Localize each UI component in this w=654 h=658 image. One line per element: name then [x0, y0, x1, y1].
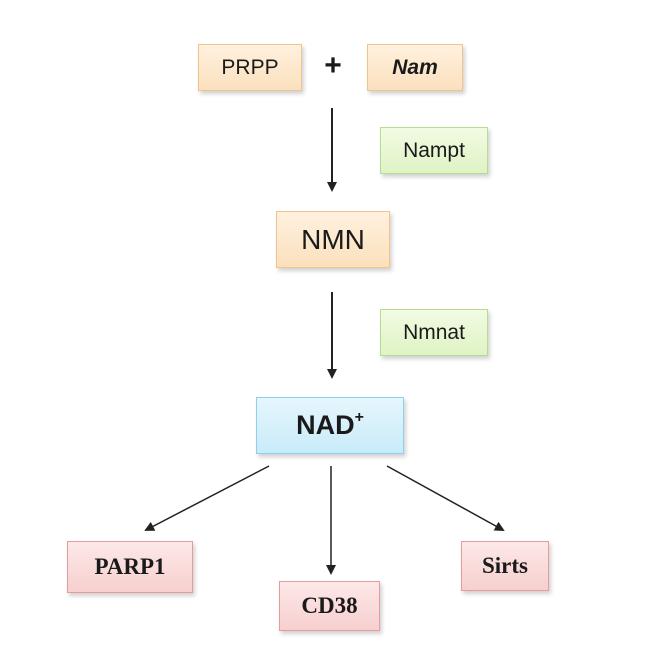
plus-sign: + — [324, 49, 342, 82]
nad-label: NAD — [296, 410, 355, 440]
nam-node: Nam — [367, 44, 463, 91]
nampt-enzyme-node: Nampt — [380, 127, 488, 174]
nmn-label: NMN — [301, 223, 365, 255]
cd38-node: CD38 — [279, 581, 380, 631]
sirts-node: Sirts — [461, 541, 549, 591]
parp1-label: PARP1 — [94, 554, 166, 579]
sirts-label: Sirts — [482, 553, 528, 578]
prpp-label: PRPP — [221, 55, 279, 79]
nmnat-label: Nmnat — [403, 320, 465, 344]
nad-charge: + — [354, 408, 364, 426]
parp1-node: PARP1 — [67, 541, 193, 593]
arrow-nad-to-parp1 — [144, 465, 270, 531]
nmn-node: NMN — [276, 211, 390, 268]
nad-node: NAD+ — [256, 397, 404, 454]
prpp-node: PRPP — [198, 44, 302, 91]
arrow-nad-to-sirts — [386, 465, 505, 531]
nmnat-enzyme-node: Nmnat — [380, 309, 488, 356]
cd38-label: CD38 — [301, 593, 358, 618]
nampt-label: Nampt — [403, 138, 465, 162]
nam-label: Nam — [392, 55, 438, 79]
